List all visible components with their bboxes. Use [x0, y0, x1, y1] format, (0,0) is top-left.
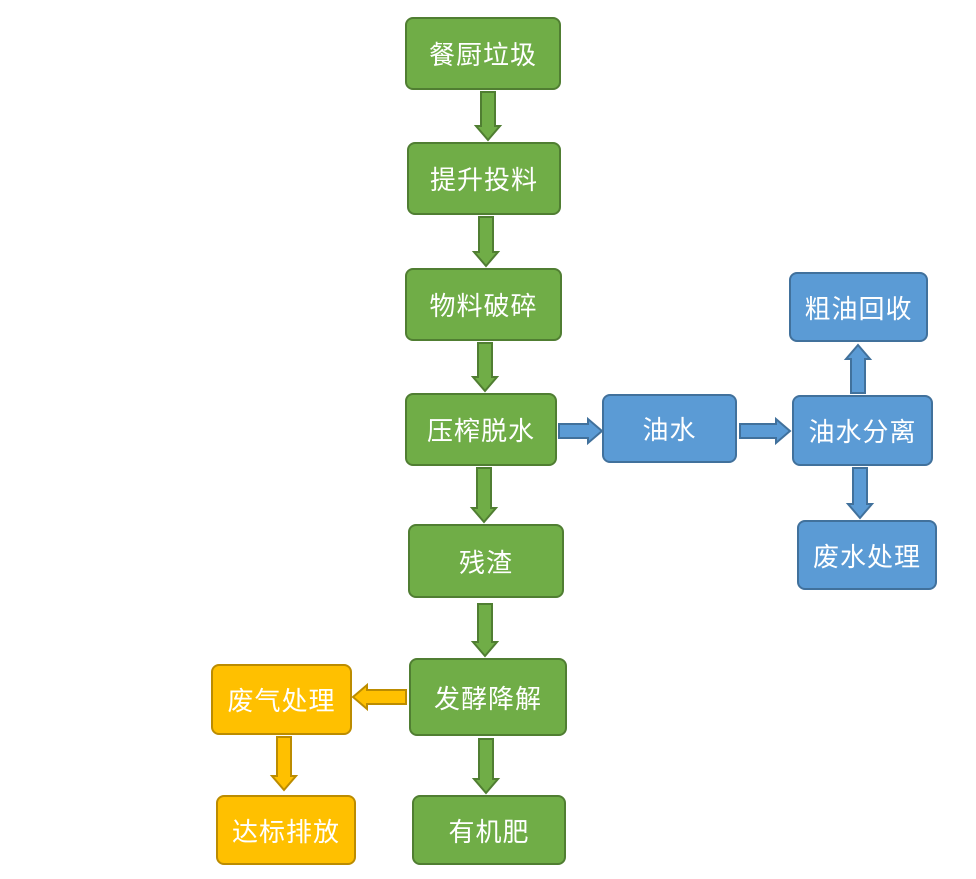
node-discharge: 达标排放	[216, 795, 356, 865]
arrow-lifting-feed-to-crushing	[471, 216, 501, 268]
node-label: 物料破碎	[429, 292, 538, 322]
arrow-oil-water-to-separation	[739, 416, 792, 446]
node-crushing: 物料破碎	[405, 268, 562, 341]
node-label: 油水	[642, 416, 697, 446]
node-organic-fertilizer: 有机肥	[412, 795, 566, 865]
arrow-fermentation-to-organic-fertilizer	[471, 738, 501, 795]
arrow-residue-to-fermentation	[470, 603, 500, 658]
arrow-fermentation-to-exhaust-treatment	[351, 682, 407, 712]
node-label: 废气处理	[227, 687, 336, 717]
node-label: 发酵降解	[433, 684, 542, 715]
arrow-press-dewater-to-oil-water	[558, 416, 604, 446]
node-label: 废水处理	[812, 542, 921, 573]
node-lifting-feed: 提升投料	[407, 142, 561, 215]
node-crude-oil-recovery: 粗油回收	[789, 272, 928, 342]
node-label: 粗油回收	[804, 294, 913, 325]
node-fermentation: 发酵降解	[409, 658, 567, 736]
node-press-dewater: 压榨脱水	[405, 393, 557, 466]
node-oil-water-separation: 油水分离	[792, 395, 933, 466]
node-label: 压榨脱水	[426, 417, 535, 447]
node-label: 达标排放	[231, 817, 340, 848]
node-label: 残渣	[458, 548, 513, 579]
arrow-crushing-to-press-dewater	[470, 342, 500, 393]
node-exhaust-treatment: 废气处理	[211, 664, 352, 735]
arrow-separation-to-wastewater-treatment	[845, 467, 875, 520]
node-oil-water: 油水	[602, 394, 737, 463]
node-kitchen-waste: 餐厨垃圾	[405, 17, 561, 90]
arrow-kitchen-waste-to-lifting-feed	[473, 91, 503, 142]
node-label: 餐厨垃圾	[428, 41, 537, 71]
node-label: 提升投料	[429, 166, 538, 196]
arrow-separation-to-crude-oil-recovery	[843, 343, 873, 394]
node-residue: 残渣	[408, 524, 564, 598]
node-label: 有机肥	[448, 817, 530, 848]
arrow-press-dewater-to-residue	[469, 467, 499, 524]
node-wastewater-treatment: 废水处理	[797, 520, 937, 590]
node-label: 油水分离	[808, 418, 917, 448]
arrow-exhaust-treatment-to-discharge	[269, 736, 299, 792]
